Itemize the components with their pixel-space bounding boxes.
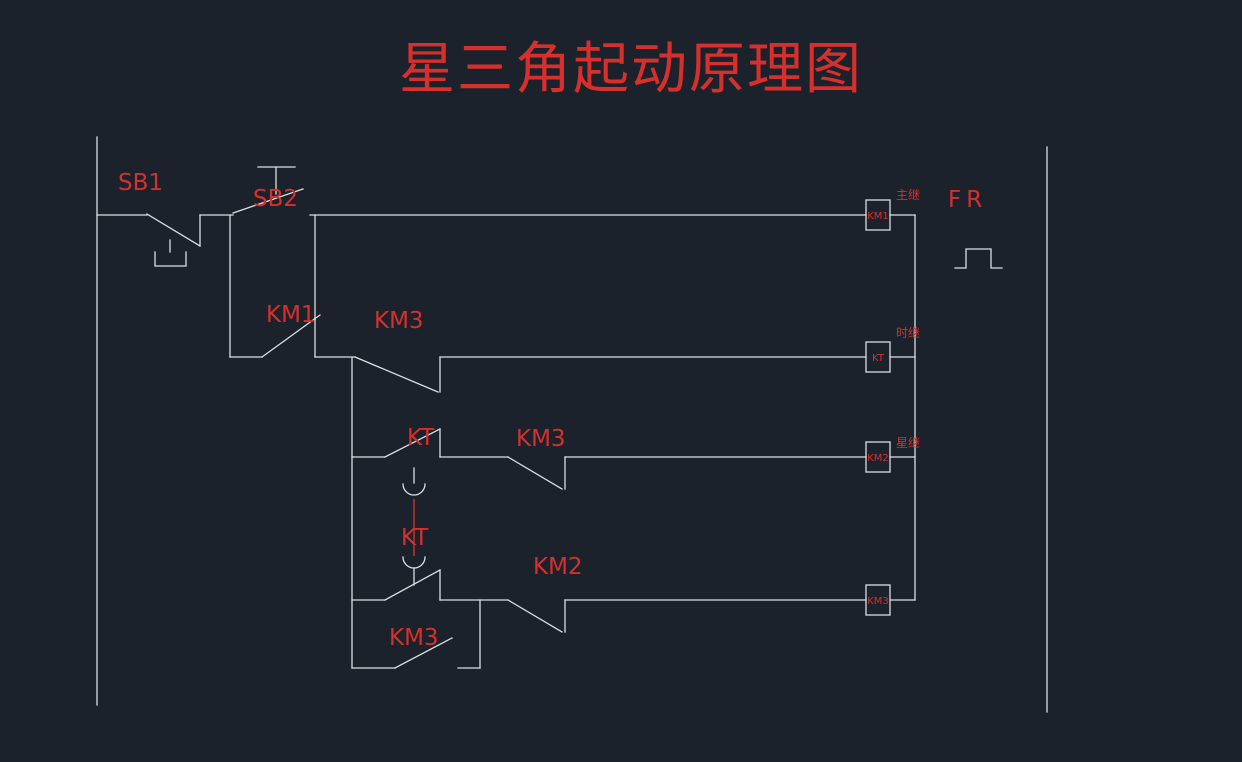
label-kt-contact: KT	[407, 425, 435, 451]
label-km1-aux: KM1	[266, 302, 316, 328]
schematic-labels: 星三角起动原理图 SB1 SB2 KM1 KM3 KT KM3 KT KM2 K…	[118, 37, 987, 651]
kt-coil-tag: KT	[872, 353, 885, 364]
km1-coil-annotation: 主继	[896, 188, 920, 202]
label-sb1: SB1	[118, 170, 163, 196]
km1-coil-tag: KM1	[867, 211, 889, 222]
label-km3-nc-rung3: KM3	[516, 426, 566, 452]
km2-coil-tag: KM2	[867, 453, 889, 464]
kt-delayed-contact-symbol-upper	[384, 428, 441, 496]
kt-coil-annotation: 时继	[896, 326, 920, 340]
km3-coil-tag: KM3	[867, 596, 889, 607]
drawing-title: 星三角起动原理图	[399, 37, 863, 102]
label-km2-nc: KM2	[533, 554, 583, 580]
label-kt-delay-link: KT	[401, 525, 429, 551]
sb2-no-pushbutton-symbol	[232, 166, 304, 214]
km2-nc-contact-symbol	[507, 599, 566, 633]
km3-nc-contact-symbol-rung2	[354, 356, 441, 393]
km1-coil-symbol	[865, 199, 891, 231]
km3-nc-contact-symbol-rung3	[507, 456, 566, 490]
kt-coil-symbol	[865, 341, 891, 373]
coil-boxes	[865, 199, 891, 616]
label-km3-aux: KM3	[389, 625, 439, 651]
km2-coil-symbol	[865, 441, 891, 473]
circuit-wires	[96, 136, 1048, 713]
km2-coil-annotation: 星继	[896, 436, 920, 450]
sb1-nc-pushbutton-symbol	[146, 213, 201, 267]
fr-thermal-relay-symbol	[954, 248, 1003, 269]
km3-aux-contact-symbol	[351, 599, 481, 669]
km3-coil-symbol	[865, 584, 891, 616]
label-sb2: SB2	[253, 186, 298, 212]
label-km3-nc-rung2: KM3	[374, 308, 424, 334]
km1-aux-contact-symbol	[229, 214, 321, 358]
label-fr: FR	[948, 187, 987, 213]
kt-delayed-contact-symbol-lower	[384, 556, 441, 601]
